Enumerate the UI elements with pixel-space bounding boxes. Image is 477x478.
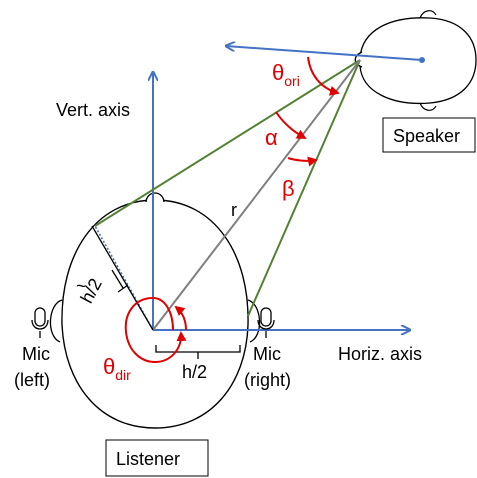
h-half-bracket-bottom — [155, 345, 241, 359]
listener-label: Listener — [116, 449, 180, 469]
beta-label: β — [282, 176, 295, 201]
theta-dir-arc — [124, 296, 187, 364]
beta-arc — [287, 156, 318, 167]
tilde-label: ~ — [76, 276, 87, 296]
radius-line — [152, 59, 361, 331]
alpha-label: α — [265, 125, 278, 150]
speaker-orientation-arrow — [226, 46, 423, 61]
listener-label-box — [105, 439, 209, 477]
vertical-axis-label: Vert. axis — [56, 100, 130, 120]
mic-right-label-line1: Mic — [253, 344, 281, 364]
mic-left-label-line2: (left) — [14, 370, 50, 390]
mic-right-label-line2: (right) — [244, 370, 291, 390]
line-to-right-ear — [247, 59, 361, 317]
mic-left-icon — [31, 307, 49, 338]
theta-dir-label: θdir — [103, 354, 131, 383]
speaker-center-dot — [419, 57, 425, 63]
small-angle-arc — [174, 305, 187, 331]
theta-ori-arc — [307, 56, 340, 96]
alpha-arc — [275, 111, 307, 139]
h-half-bracket-top — [111, 269, 129, 293]
listener-head-icon — [49, 192, 261, 429]
theta-ori-label: θori — [272, 60, 300, 89]
mic-right-icon — [257, 307, 275, 338]
h-half-segment-diagonal — [91, 225, 154, 331]
line-to-left-ear — [94, 59, 361, 227]
horizontal-axis-label: Horiz. axis — [338, 344, 422, 364]
radius-label: r — [231, 200, 237, 220]
speaker-label: Speaker — [393, 126, 460, 146]
h-half-label-bottom: h/2 — [182, 362, 207, 382]
mic-left-label-line1: Mic — [22, 344, 50, 364]
speaker-label-box — [382, 117, 476, 153]
